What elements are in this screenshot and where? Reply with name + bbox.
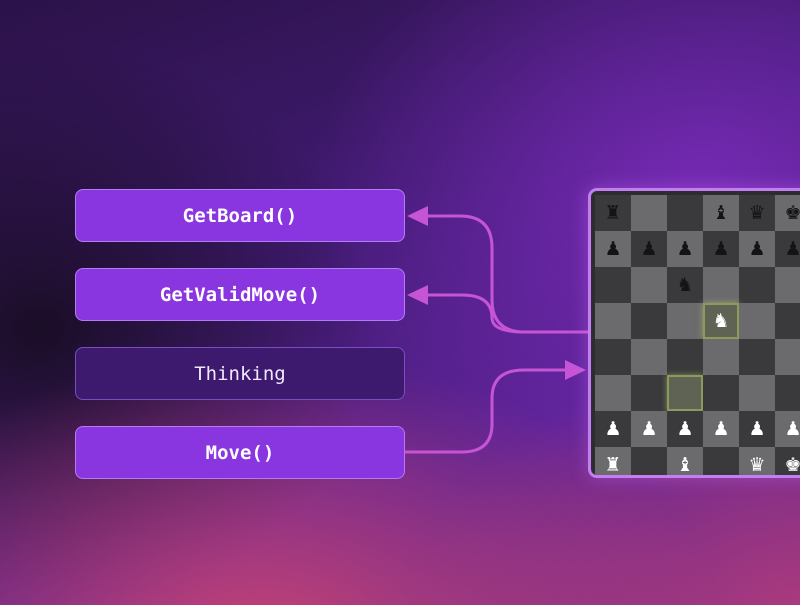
board-square[interactable] — [631, 375, 667, 411]
board-square[interactable] — [631, 267, 667, 303]
board-square[interactable] — [667, 375, 703, 411]
board-to-get-valid-move-line — [424, 293, 527, 334]
black-piece-icon: ♟ — [712, 237, 730, 260]
move-box[interactable]: Move() — [75, 426, 405, 479]
board-square[interactable]: ♜ — [595, 447, 631, 476]
board-square[interactable]: ♞ — [667, 267, 703, 303]
board-square[interactable]: ♟ — [703, 411, 739, 447]
black-piece-icon: ♛ — [748, 201, 766, 224]
board-square[interactable] — [595, 267, 631, 303]
get-valid-move-label: GetValidMove() — [159, 283, 321, 306]
white-piece-icon: ♞ — [712, 309, 730, 332]
board-square[interactable] — [739, 375, 775, 411]
arrow-head-get-board — [407, 206, 428, 226]
black-piece-icon: ♚ — [784, 201, 800, 224]
board-square[interactable]: ♟ — [631, 411, 667, 447]
board-square[interactable] — [703, 267, 739, 303]
board-square[interactable]: ♟ — [667, 411, 703, 447]
board-square[interactable]: ♟ — [739, 411, 775, 447]
white-piece-icon: ♟ — [784, 417, 800, 440]
move-to-board-line — [404, 368, 568, 454]
board-square[interactable] — [703, 447, 739, 475]
board-square[interactable] — [775, 303, 800, 339]
board-square[interactable] — [775, 339, 800, 375]
board-square[interactable] — [631, 303, 667, 339]
board-square[interactable] — [595, 303, 631, 339]
board-square[interactable] — [775, 267, 800, 303]
black-piece-icon: ♞ — [676, 273, 694, 296]
board-square[interactable] — [739, 267, 775, 303]
board-to-get-board-line — [424, 214, 590, 334]
board-square[interactable] — [631, 195, 667, 231]
white-piece-icon: ♟ — [604, 417, 622, 440]
white-piece-icon: ♟ — [748, 417, 766, 440]
board-square[interactable] — [667, 303, 703, 339]
board-square[interactable]: ♝ — [667, 447, 703, 476]
white-piece-icon: ♟ — [676, 417, 694, 440]
board-square[interactable] — [667, 339, 703, 375]
board-square[interactable] — [631, 339, 667, 375]
board-square[interactable] — [739, 339, 775, 375]
chess-board[interactable]: ♜♝♛♚♝♟♟♟♟♟♟♟♞♞♟♟♟♟♟♟♟♜♝♛♚♝ — [588, 188, 800, 478]
board-square[interactable]: ♚ — [775, 447, 800, 476]
white-piece-icon: ♚ — [784, 453, 800, 476]
board-square[interactable]: ♟ — [667, 231, 703, 267]
get-board-label: GetBoard() — [182, 204, 298, 227]
black-piece-icon: ♟ — [748, 237, 766, 260]
board-square[interactable]: ♟ — [703, 231, 739, 267]
board-square[interactable] — [739, 303, 775, 339]
board-square[interactable]: ♛ — [739, 447, 775, 476]
board-square[interactable] — [703, 375, 739, 411]
black-piece-icon: ♟ — [676, 237, 694, 260]
board-square[interactable]: ♛ — [739, 195, 775, 231]
get-valid-move-box[interactable]: GetValidMove() — [75, 268, 405, 321]
black-piece-icon: ♝ — [712, 201, 730, 224]
white-piece-icon: ♜ — [604, 453, 622, 476]
board-square[interactable] — [775, 375, 800, 411]
white-piece-icon: ♛ — [748, 453, 766, 476]
board-square[interactable]: ♝ — [703, 195, 739, 231]
board-square[interactable]: ♟ — [775, 231, 800, 267]
move-label: Move() — [205, 441, 275, 464]
board-square[interactable]: ♟ — [739, 231, 775, 267]
black-piece-icon: ♟ — [784, 237, 800, 260]
board-square[interactable]: ♜ — [595, 195, 631, 231]
white-piece-icon: ♝ — [676, 453, 694, 476]
board-square[interactable]: ♟ — [595, 411, 631, 447]
black-piece-icon: ♜ — [604, 201, 622, 224]
white-piece-icon: ♟ — [640, 417, 658, 440]
board-square[interactable] — [667, 195, 703, 231]
board-square[interactable] — [631, 447, 667, 475]
get-board-box[interactable]: GetBoard() — [75, 189, 405, 242]
board-square[interactable]: ♚ — [775, 195, 800, 231]
board-square[interactable]: ♟ — [631, 231, 667, 267]
board-square[interactable]: ♟ — [775, 411, 800, 447]
board-square[interactable]: ♟ — [595, 231, 631, 267]
board-square[interactable] — [595, 375, 631, 411]
chess-board-grid: ♜♝♛♚♝♟♟♟♟♟♟♟♞♞♟♟♟♟♟♟♟♜♝♛♚♝ — [595, 195, 800, 476]
thinking-label: Thinking — [194, 362, 286, 385]
arrow-head-board — [565, 360, 586, 380]
board-square[interactable] — [703, 339, 739, 375]
board-square[interactable] — [595, 339, 631, 375]
white-piece-icon: ♟ — [712, 417, 730, 440]
black-piece-icon: ♟ — [640, 237, 658, 260]
arrow-head-get-valid-move — [407, 285, 428, 305]
black-piece-icon: ♟ — [604, 237, 622, 260]
thinking-box[interactable]: Thinking — [75, 347, 405, 400]
board-square[interactable]: ♞ — [703, 303, 739, 339]
